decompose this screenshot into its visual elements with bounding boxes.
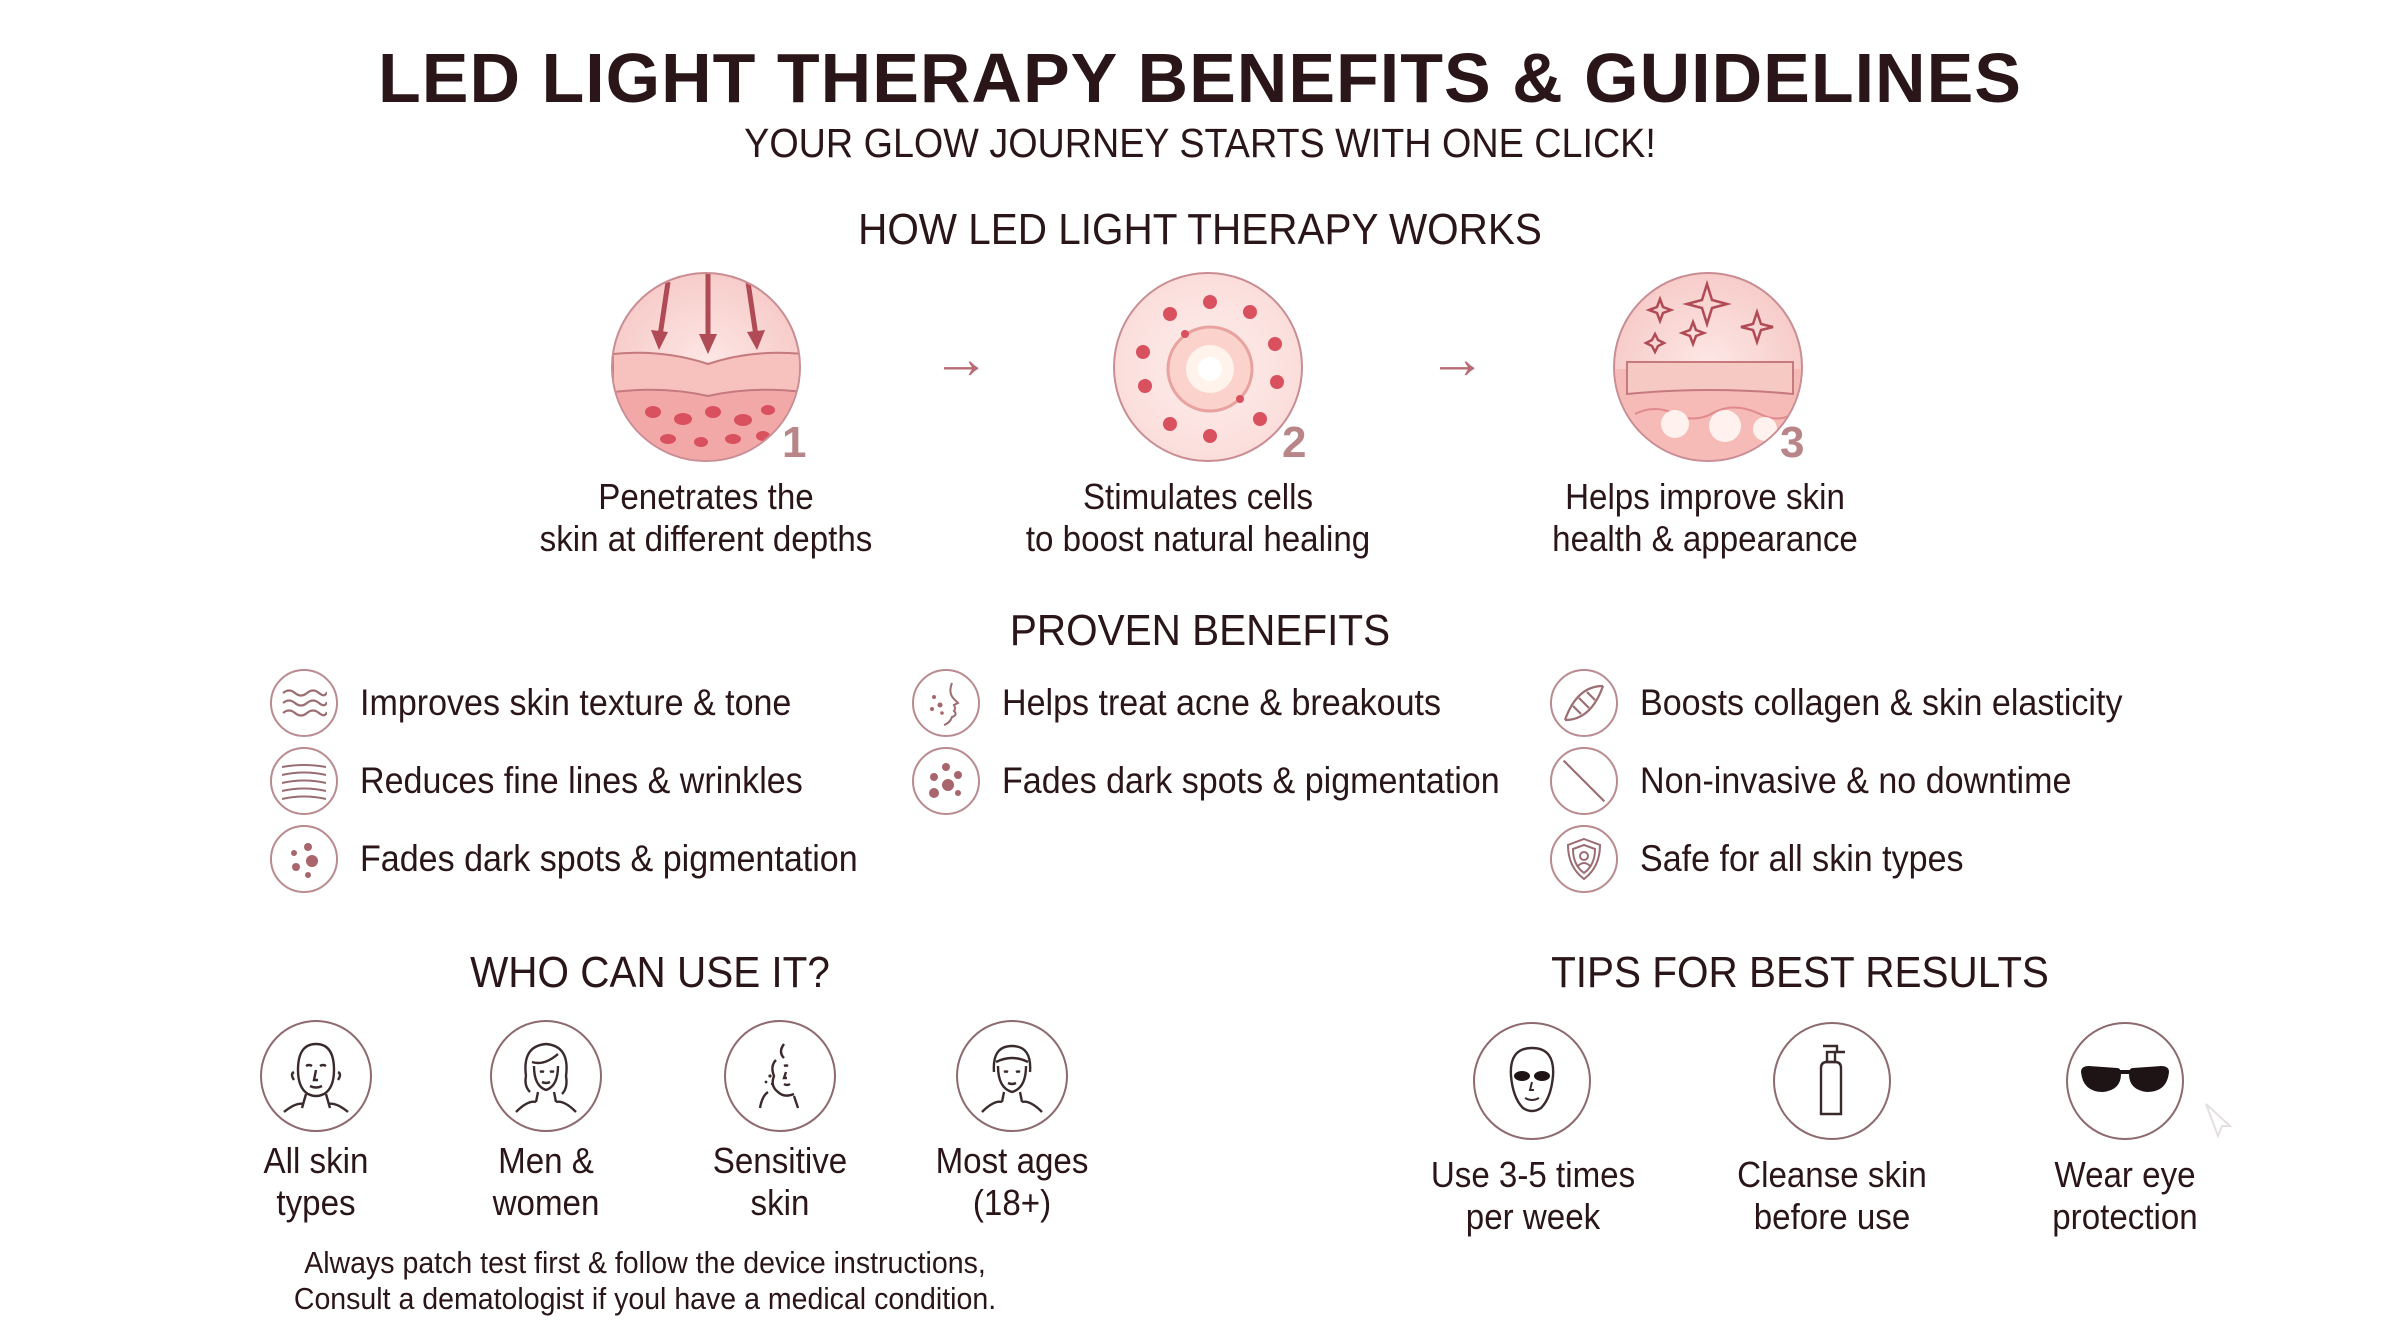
- benefit-item: Boosts collagen & skin elasticity: [1550, 668, 2164, 738]
- tip-label-line: Cleanse skin: [1737, 1154, 1927, 1195]
- step-caption-line: to boost natural healing: [1025, 518, 1371, 559]
- dots-icon: [270, 825, 338, 893]
- step-caption-line: skin at different depths: [539, 518, 873, 559]
- who-label-line: types: [276, 1182, 356, 1223]
- who-label-line: Men &: [498, 1140, 594, 1181]
- step-number: 2: [1282, 418, 1307, 467]
- glowing-cell-icon: [1113, 272, 1303, 462]
- benefits-column: Improves skin texture & tone Reduces fin…: [270, 668, 901, 894]
- benefit-text: Boosts collagen & skin elasticity: [1640, 682, 2123, 723]
- face-profile-icon: [912, 669, 980, 737]
- disclaimer-line: Consult a dematologist if youl have a me…: [293, 1281, 997, 1316]
- who-label-line: Most ages: [935, 1140, 1089, 1181]
- who-label-line: All skin: [263, 1140, 369, 1181]
- tip-label-line: protection: [2052, 1196, 2198, 1237]
- prohibited-icon: [1550, 747, 1618, 815]
- benefit-item: Fades dark spots & pigmentation: [270, 824, 901, 894]
- benefits-column: Helps treat acne & breakouts Fades dark …: [912, 668, 1543, 816]
- benefit-text: Non-invasive & no downtime: [1640, 760, 2072, 801]
- benefit-text: Safe for all skin types: [1640, 838, 1964, 879]
- arrow-right-icon: →: [932, 326, 990, 391]
- benefit-text: Helps treat acne & breakouts: [1002, 682, 1441, 723]
- who-label-line: Sensitive: [712, 1140, 848, 1181]
- who-label: Men & women: [454, 1140, 638, 1224]
- goggles-icon: [2066, 1022, 2184, 1140]
- step-caption: Stimulates cells to boost natural healin…: [977, 476, 1419, 560]
- tips-heading: TIPS FOR BEST RESULTS: [1551, 948, 2049, 997]
- who-label: Sensitive skin: [688, 1140, 872, 1224]
- lines-icon: [270, 747, 338, 815]
- step-caption: Helps improve skin health & appearance: [1484, 476, 1926, 560]
- benefit-item: Non-invasive & no downtime: [1550, 746, 2164, 816]
- waves-icon: [270, 669, 338, 737]
- who-label-line: (18+): [972, 1182, 1052, 1223]
- woman-face-icon: [490, 1020, 602, 1132]
- tip-label: Use 3-5 times per week: [1395, 1154, 1671, 1238]
- page-subtitle: YOUR GLOW JOURNEY STARTS WITH ONE CLICK!: [744, 120, 1656, 166]
- arrow-right-icon: →: [1428, 326, 1486, 391]
- who-label: All skin types: [224, 1140, 408, 1224]
- benefit-text: Reduces fine lines & wrinkles: [360, 760, 803, 801]
- benefit-text: Fades dark spots & pigmentation: [1002, 760, 1500, 801]
- tip-label: Wear eye protection: [1987, 1154, 2263, 1238]
- sparkling-skin-icon: [1613, 272, 1803, 462]
- benefit-item: Improves skin texture & tone: [270, 668, 901, 738]
- page-title: LED LIGHT THERAPY BENEFITS & GUIDELINES: [378, 39, 2022, 117]
- step-number: 3: [1780, 418, 1805, 467]
- shield-icon: [1550, 825, 1618, 893]
- benefit-item: Reduces fine lines & wrinkles: [270, 746, 901, 816]
- who-label-line: women: [492, 1182, 600, 1223]
- how-it-works-heading: HOW LED LIGHT THERAPY WORKS: [858, 205, 1542, 254]
- sensitive-face-icon: [724, 1020, 836, 1132]
- benefits-column: Boosts collagen & skin elasticity Non-in…: [1550, 668, 2164, 894]
- disclaimer-line: Always patch test first & follow the dev…: [304, 1245, 986, 1280]
- who-label-line: skin: [750, 1182, 810, 1223]
- step-caption-line: Helps improve skin: [1565, 476, 1845, 517]
- who-heading: WHO CAN USE IT?: [470, 948, 830, 997]
- benefits-heading: PROVEN BENEFITS: [1009, 606, 1391, 655]
- benefit-text: Improves skin texture & tone: [360, 682, 792, 723]
- cursor-mark: [2200, 1100, 2240, 1145]
- tip-label-line: Wear eye: [2054, 1154, 2196, 1195]
- bald-face-icon: [260, 1020, 372, 1132]
- step-caption-line: health & appearance: [1552, 518, 1858, 559]
- step-caption-line: Penetrates the: [598, 476, 814, 517]
- benefit-text: Fades dark spots & pigmentation: [360, 838, 858, 879]
- tip-label-line: before use: [1753, 1196, 1911, 1237]
- person-face-icon: [956, 1020, 1068, 1132]
- dots-icon: [912, 747, 980, 815]
- tip-label-line: Use 3-5 times: [1430, 1154, 1636, 1195]
- benefit-item: Safe for all skin types: [1550, 824, 2164, 894]
- tip-label-line: per week: [1465, 1196, 1601, 1237]
- cleanser-bottle-icon: [1773, 1022, 1891, 1140]
- disclaimer: Always patch test first & follow the dev…: [52, 1245, 1239, 1317]
- tip-label: Cleanse skin before use: [1694, 1154, 1970, 1238]
- step-caption-line: Stimulates cells: [1082, 476, 1314, 517]
- dna-icon: [1550, 669, 1618, 737]
- led-mask-icon: [1473, 1022, 1591, 1140]
- skin-layers-light-arrows-icon: [611, 272, 801, 462]
- benefit-item: Helps treat acne & breakouts: [912, 668, 1543, 738]
- step-number: 1: [782, 418, 807, 467]
- benefit-item: Fades dark spots & pigmentation: [912, 746, 1543, 816]
- step-caption: Penetrates the skin at different depths: [485, 476, 927, 560]
- who-label: Most ages (18+): [920, 1140, 1104, 1224]
